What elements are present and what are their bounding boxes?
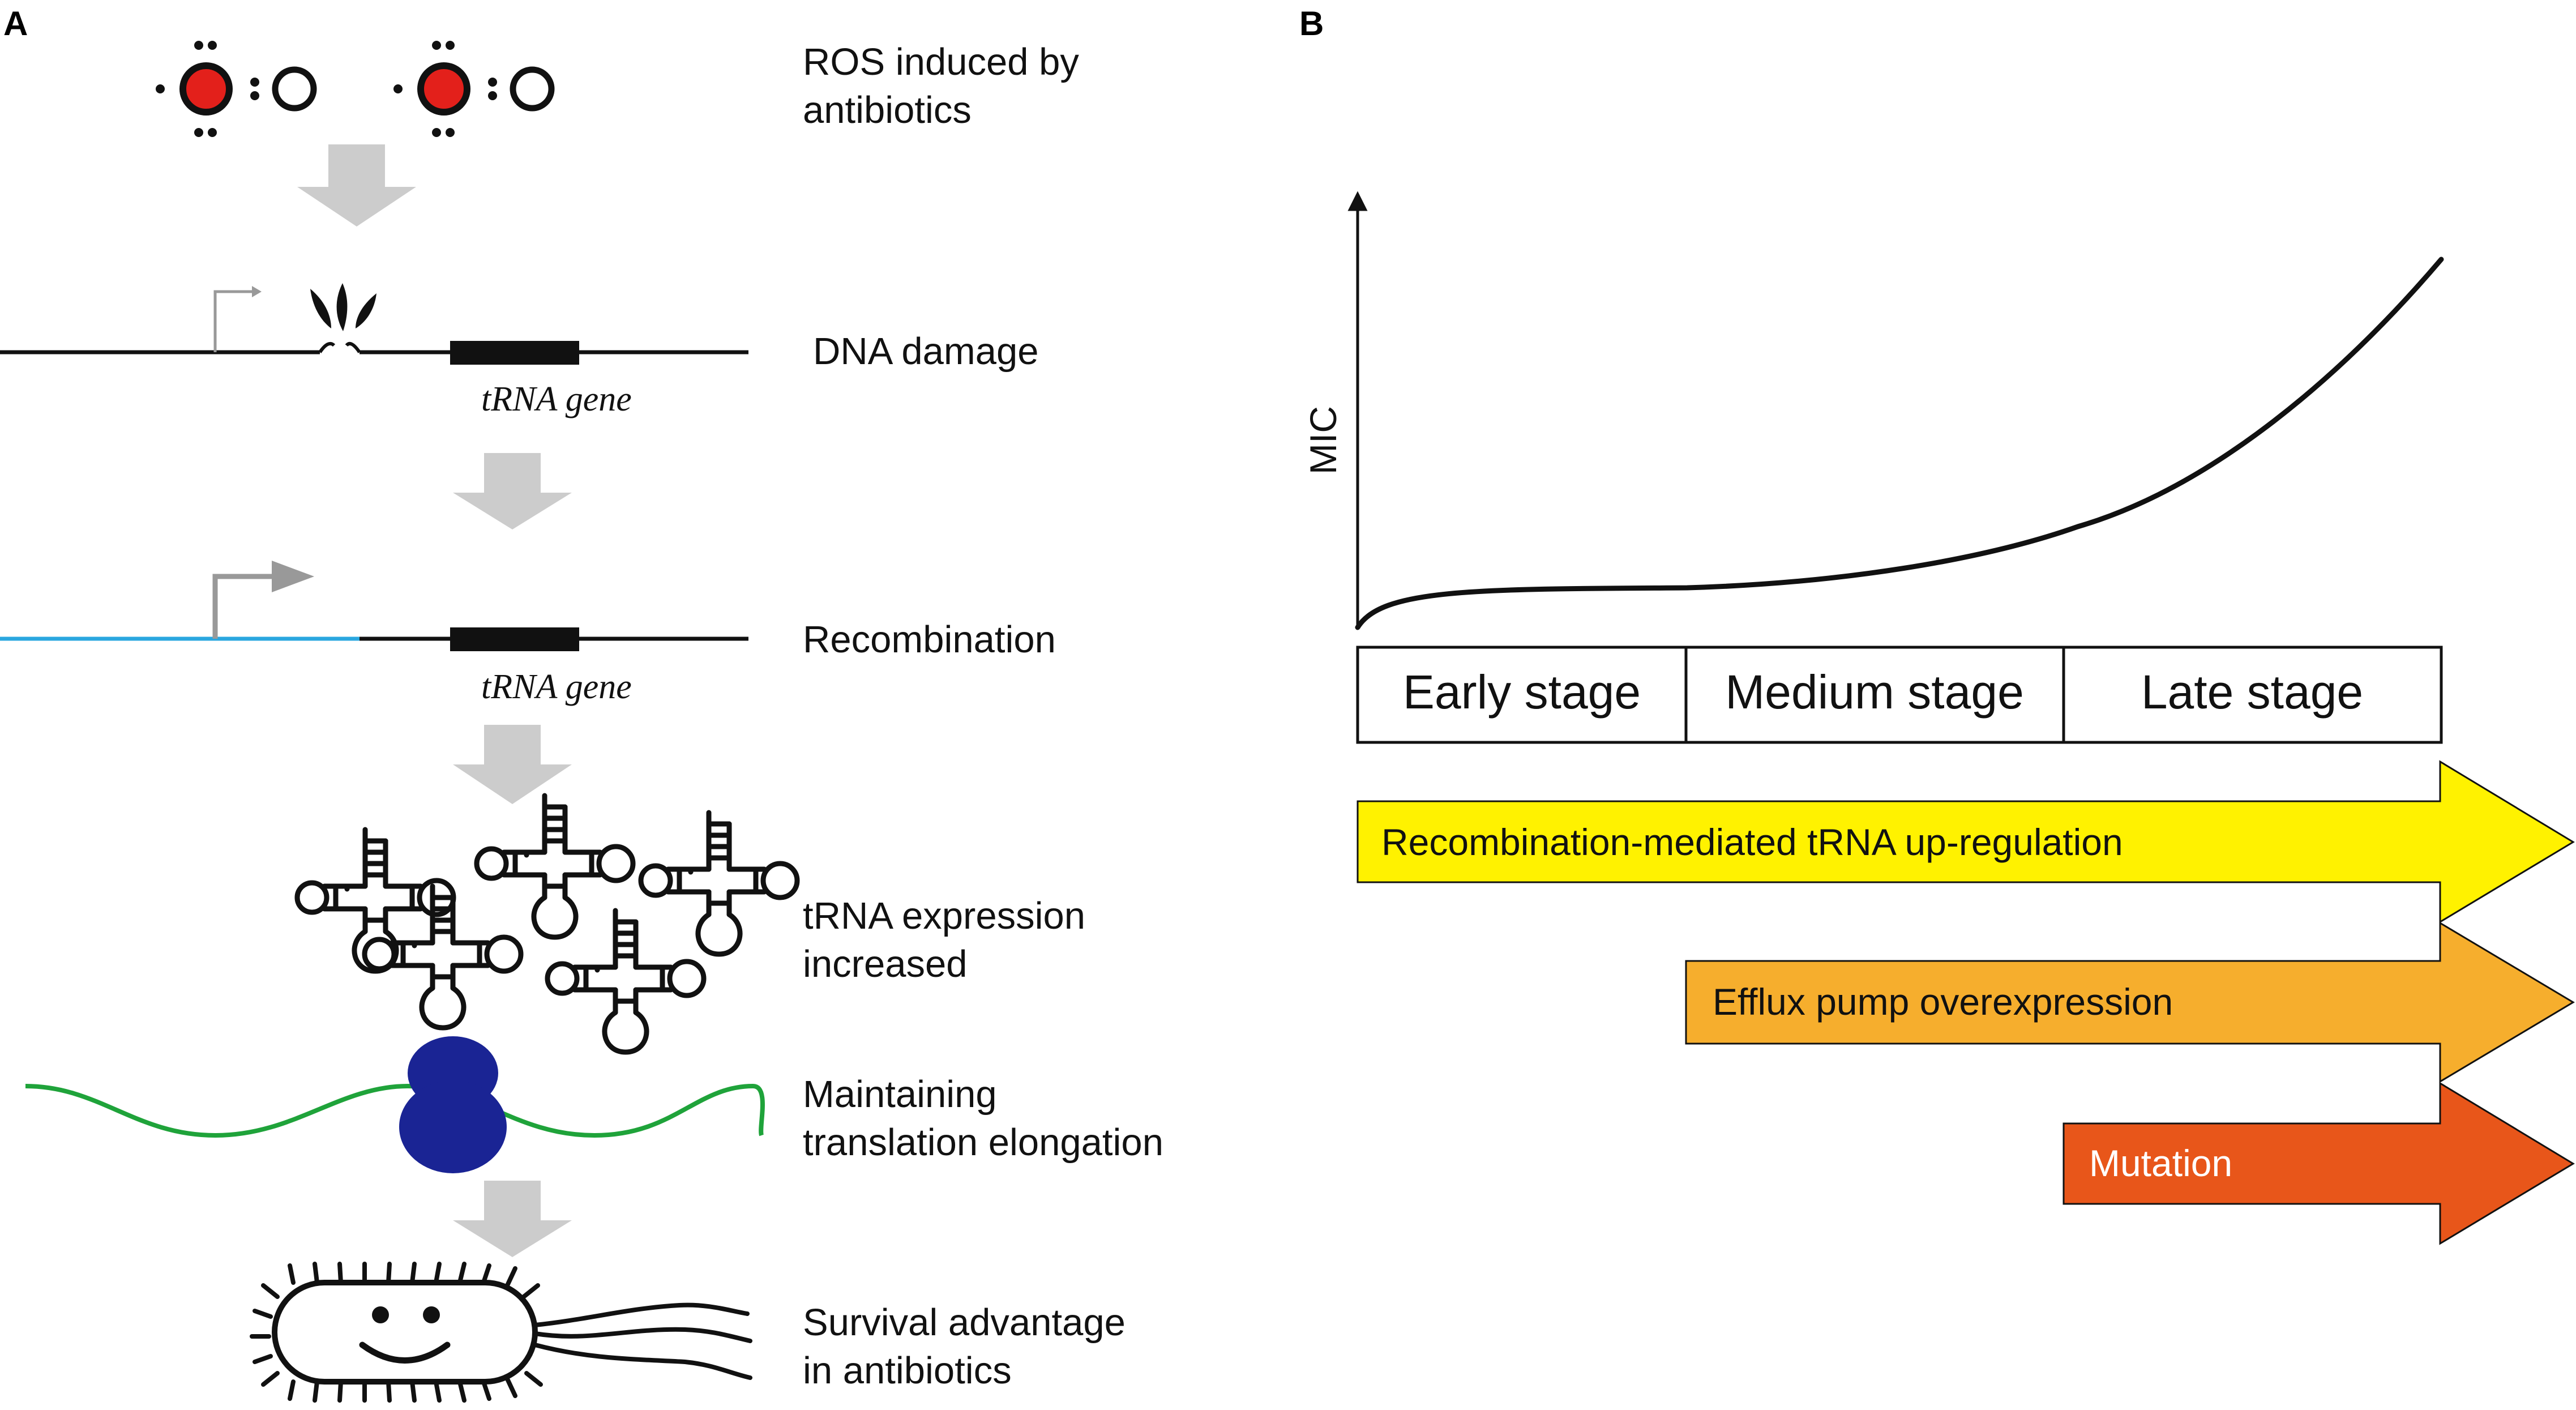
step-label: in antibiotics bbox=[803, 1349, 1012, 1392]
stage-early: Early stage bbox=[1403, 665, 1641, 719]
stage-bar: Early stage Medium stage Late stage bbox=[1356, 646, 2443, 744]
mechanism-label: Mutation bbox=[2089, 1142, 2232, 1184]
recombined-dna: tRNA gene bbox=[0, 561, 748, 706]
process-arrows bbox=[297, 144, 572, 1257]
bacterium-eye bbox=[372, 1306, 389, 1323]
radical-oxygen-atom bbox=[179, 62, 233, 116]
mechanism-label: Efflux pump overexpression bbox=[1713, 981, 2173, 1023]
electron-dots bbox=[393, 41, 497, 137]
trna-gene-block bbox=[450, 627, 579, 651]
promoter-arrow bbox=[213, 290, 252, 352]
stage-bar-frame bbox=[1356, 646, 2443, 744]
trna-gene-block bbox=[450, 341, 579, 365]
step-labels: ROS induced by antibiotics DNA damage Re… bbox=[803, 41, 1163, 1392]
translation bbox=[25, 1036, 765, 1173]
step-label: Maintaining bbox=[803, 1073, 997, 1116]
electron-dots bbox=[156, 41, 259, 137]
trna-gene-label: tRNA gene bbox=[481, 668, 632, 706]
step-label: increased bbox=[803, 943, 968, 985]
step-label: Survival advantage bbox=[803, 1301, 1126, 1344]
panel-a-label: A bbox=[3, 5, 28, 42]
stage-medium: Medium stage bbox=[1725, 665, 2024, 719]
step-label: tRNA expression bbox=[803, 895, 1085, 937]
step-label: antibiotics bbox=[803, 89, 972, 131]
oxygen-atom bbox=[272, 66, 317, 112]
down-arrow bbox=[453, 1181, 572, 1257]
down-arrow bbox=[297, 144, 416, 227]
trna-cluster bbox=[297, 796, 797, 1052]
panel-b-label: B bbox=[1299, 5, 1324, 42]
mrna-strand bbox=[25, 1083, 765, 1138]
mechanism-arrow-mutation: Mutation bbox=[2062, 1082, 2575, 1245]
down-arrow bbox=[453, 725, 572, 804]
step-label: DNA damage bbox=[813, 330, 1039, 373]
bacterium-eye bbox=[423, 1306, 440, 1323]
trna-gene-label: tRNA gene bbox=[481, 380, 632, 418]
ros-molecule bbox=[156, 41, 317, 137]
oxygen-atom bbox=[510, 66, 555, 112]
promoter-arrow bbox=[212, 574, 280, 639]
down-arrow bbox=[453, 453, 572, 529]
step-label: translation elongation bbox=[803, 1121, 1163, 1164]
mechanism-arrow-recombination: Recombination-mediated tRNA up-regulatio… bbox=[1357, 760, 2575, 924]
ros-molecule bbox=[393, 41, 555, 137]
mic-curve bbox=[1355, 257, 2444, 630]
bacterium-icon bbox=[250, 1262, 752, 1403]
mechanism-label: Recombination-mediated tRNA up-regulatio… bbox=[1381, 821, 2123, 863]
mechanism-arrows: Recombination-mediated tRNA up-regulatio… bbox=[1357, 760, 2575, 1245]
damaged-dna: tRNA gene bbox=[0, 283, 748, 418]
dna-break-icon bbox=[310, 283, 376, 331]
stage-late: Late stage bbox=[2141, 665, 2363, 719]
radical-oxygen-atom bbox=[417, 62, 470, 116]
ribosome-large-subunit bbox=[399, 1080, 507, 1173]
step-label: Recombination bbox=[803, 618, 1056, 661]
mic-axis-label: MIC bbox=[1302, 406, 1344, 475]
mic-plot: MIC bbox=[1302, 191, 2444, 630]
mechanism-arrow-efflux: Efflux pump overexpression bbox=[1685, 921, 2575, 1083]
bacterium-smile bbox=[359, 1341, 451, 1364]
step-label: ROS induced by bbox=[803, 41, 1079, 83]
ros-radicals bbox=[156, 41, 555, 137]
